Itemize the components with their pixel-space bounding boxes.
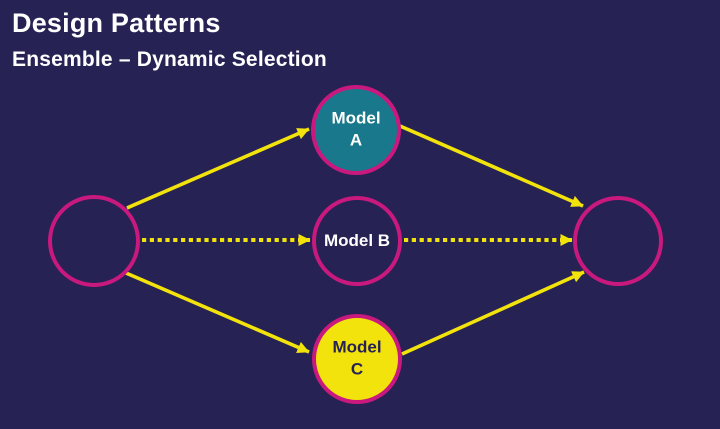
model-a-label-line1: Model <box>331 108 381 128</box>
model-c-label-line2: C <box>350 360 364 379</box>
model-b-circle <box>312 196 402 286</box>
model-b-label: Model B <box>324 230 390 252</box>
input-circle <box>48 195 140 287</box>
model-c-label: Model C <box>332 337 381 382</box>
model-a-label-line2: A <box>349 131 363 150</box>
model-a-circle <box>311 85 401 175</box>
edge-model-a-to-output <box>399 124 584 208</box>
edge-model-c-to-output <box>401 270 585 356</box>
model-b-label-line1: Model B <box>323 230 391 250</box>
page-title: Design Patterns <box>12 8 221 38</box>
edge-input-to-model-a <box>126 127 310 210</box>
output-circle <box>573 196 663 286</box>
model-c-circle <box>312 314 402 404</box>
page-subtitle: Ensemble – Dynamic Selection <box>12 48 327 71</box>
edge-input-to-model-c <box>125 271 310 354</box>
model-a-label: Model A <box>331 108 380 153</box>
model-c-label-line1: Model <box>332 337 382 357</box>
